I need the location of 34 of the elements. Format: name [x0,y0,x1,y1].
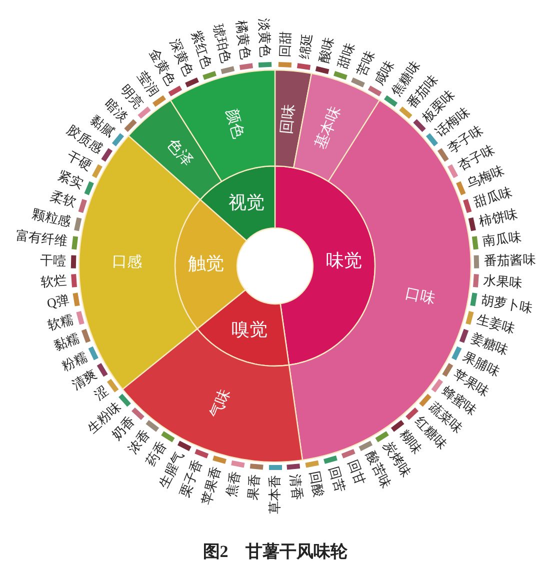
flavor-label: 草本香 [267,475,283,514]
flavor-label: 水果味 [482,272,523,292]
flavor-label: 回酸 [306,470,327,498]
flavor-label: 果香 [245,473,264,501]
flavor-label: 淡黄色 [255,18,274,58]
flavor-label: 干噎 [40,252,66,270]
flavor-label: 富有纤维 [14,228,68,250]
segment-label: 口味 [403,286,436,308]
segment-label: 味觉 [326,252,362,270]
flavor-label: Q弹 [45,292,70,312]
flavor-label: 番茄酱味 [484,252,536,270]
segment-label: 基本味 [313,104,346,152]
segment-label: 色泽 [163,136,196,170]
flavor-label: 琥珀色 [210,22,234,64]
segment-label: 触觉 [188,256,224,273]
flavor-label: 涩 [91,383,111,403]
flavor-label: 软烂 [40,272,68,290]
flavor-label: 软糯 [46,312,75,333]
flavor-label: 回苦 [325,464,348,494]
flavor-label: 甜味 [334,40,358,70]
figure-caption: 图2 甘薯干风味轮 [202,541,348,563]
flavor-label: 酸味 [316,36,336,65]
segment-label: 口感 [112,254,142,272]
segment-label: 视觉 [228,194,265,212]
segment-label: 颜色 [222,107,246,141]
flavor-label: 清香 [286,473,305,501]
flavor-label: 橘黄色 [232,19,254,60]
segment-label: 气味 [207,386,234,421]
flavor-label: 回甜 [276,30,294,58]
flavor-label: 南瓜味 [482,229,522,250]
segment-label: 嗅觉 [232,322,268,339]
flavor-label: 焦香 [223,470,244,498]
flavor-label: 绵延 [296,32,316,60]
segment-label: 回味 [278,102,299,134]
